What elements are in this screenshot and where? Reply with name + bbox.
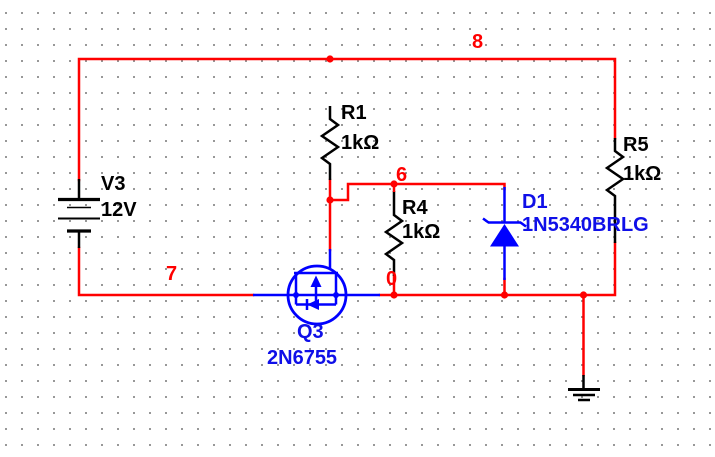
resistor-r5-symbol[interactable] bbox=[604, 138, 626, 243]
wire-net8[interactable] bbox=[77, 57, 617, 182]
net-label-8[interactable]: 8 bbox=[472, 31, 484, 53]
component-ref-q3[interactable]: Q3 bbox=[297, 321, 324, 343]
component-value-q3[interactable]: 2N6755 bbox=[267, 347, 338, 369]
component-ref-d1[interactable]: D1 bbox=[522, 191, 548, 213]
component-value-v3[interactable]: 12V bbox=[101, 199, 137, 221]
resistor-r4-symbol[interactable] bbox=[383, 191, 405, 276]
junction-dot bbox=[390, 291, 398, 299]
junction-dot bbox=[326, 196, 334, 204]
net-label-0[interactable]: 0 bbox=[386, 268, 398, 290]
wire-net6[interactable] bbox=[328, 182, 506, 202]
component-value-d1[interactable]: 1N5340BRLG bbox=[522, 214, 649, 236]
wire-net0[interactable] bbox=[378, 241, 617, 297]
junction-dot bbox=[390, 180, 398, 188]
junction-dot bbox=[579, 291, 588, 299]
battery-v3-symbol[interactable] bbox=[58, 179, 100, 248]
component-ref-r4[interactable]: R4 bbox=[402, 197, 428, 219]
component-value-r4[interactable]: 1kΩ bbox=[402, 221, 441, 243]
component-ref-r5[interactable]: R5 bbox=[623, 134, 649, 156]
component-ref-v3[interactable]: V3 bbox=[101, 173, 126, 195]
component-value-r1[interactable]: 1kΩ bbox=[341, 132, 380, 154]
wire-net7[interactable] bbox=[77, 246, 255, 297]
mosfet-q3-symbol[interactable] bbox=[253, 249, 380, 326]
junction-dot bbox=[326, 55, 334, 63]
component-ref-r1[interactable]: R1 bbox=[341, 102, 367, 124]
net-label-6[interactable]: 6 bbox=[396, 164, 408, 186]
ground-symbol[interactable] bbox=[568, 375, 600, 402]
junction-dot bbox=[500, 291, 509, 299]
net-label-7[interactable]: 7 bbox=[166, 263, 178, 285]
resistor-r1-symbol[interactable] bbox=[319, 106, 341, 180]
zener-diode-d1-symbol[interactable] bbox=[482, 187, 527, 280]
component-value-r5[interactable]: 1kΩ bbox=[623, 163, 662, 185]
